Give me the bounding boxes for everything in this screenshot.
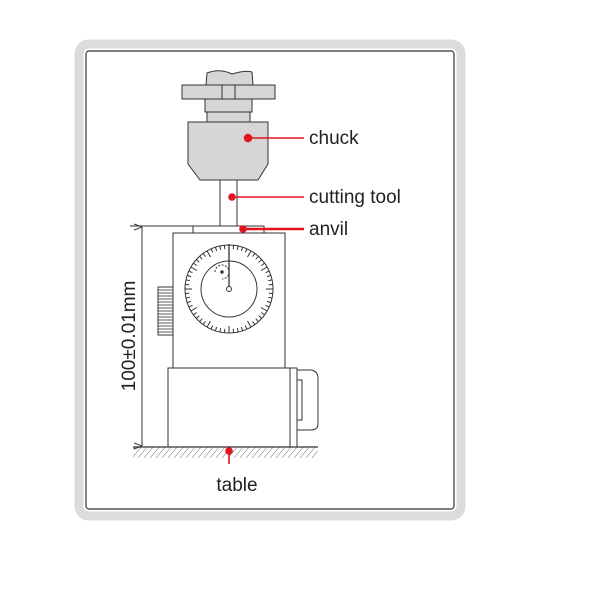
dial-tick: [210, 248, 214, 253]
dial-tick: [240, 246, 244, 252]
dial-tick: [244, 325, 248, 330]
dimension-line: [130, 226, 215, 446]
dial-tick: [214, 326, 218, 332]
dial-tick: [255, 255, 259, 260]
dial-tick: [268, 296, 273, 299]
anvil-label: anvil: [309, 219, 348, 240]
dial-tick: [258, 259, 263, 263]
dial-tick: [265, 304, 270, 308]
dial-tick: [188, 270, 193, 274]
dial-tick: [186, 300, 192, 304]
dial-tick: [190, 307, 198, 312]
dial-tick: [236, 328, 239, 333]
dial-tick: [195, 315, 200, 319]
dial-tick: [244, 248, 248, 253]
dial-tick: [261, 262, 265, 266]
dial-tick: [190, 266, 198, 271]
dial-tick: [206, 250, 211, 258]
outer-frame: [74, 39, 466, 521]
dial-tick: [219, 245, 222, 250]
dial-tick: [252, 321, 256, 325]
dial-tick: [186, 274, 192, 278]
dial-tick: [266, 274, 272, 278]
dial-tick: [260, 266, 268, 271]
dial-tick: [199, 318, 203, 323]
dial-tick: [258, 315, 263, 319]
dimension-label: 100±0.01mm: [119, 281, 140, 392]
dial-tick: [206, 320, 211, 328]
tool-setter: [157, 225, 319, 448]
dial-tick: [266, 300, 272, 304]
dial-tick: [199, 255, 203, 260]
chuck: [181, 70, 276, 181]
dial-tick: [268, 279, 273, 282]
dial-tick: [260, 307, 268, 312]
dial-tick: [210, 325, 214, 330]
dial-tick: [195, 259, 200, 263]
dial-tick: [202, 321, 206, 325]
base: [167, 367, 291, 448]
dial-tick: [252, 253, 256, 257]
dial-tick: [202, 253, 206, 257]
dial-tick: [214, 246, 218, 252]
clamp: [296, 369, 319, 431]
dial-tick: [185, 279, 190, 282]
dial-tick: [240, 326, 244, 332]
table-label: table: [216, 475, 257, 496]
dial-tick: [247, 320, 252, 328]
table-hatch: [133, 447, 318, 458]
cutting-tool: [219, 179, 238, 227]
dial-tick: [236, 245, 239, 250]
cutting-tool-label: cutting tool: [309, 187, 401, 208]
chuck-label: chuck: [309, 128, 359, 149]
dial-tick: [188, 304, 193, 308]
dial-tick: [219, 328, 222, 333]
dial-tick: [193, 312, 197, 316]
dial-tick: [185, 296, 190, 299]
dial-tick: [265, 270, 270, 274]
dial-tick: [255, 318, 259, 323]
dial-tick: [261, 312, 265, 316]
dial-tick: [247, 250, 252, 258]
dial-tick: [193, 262, 197, 266]
